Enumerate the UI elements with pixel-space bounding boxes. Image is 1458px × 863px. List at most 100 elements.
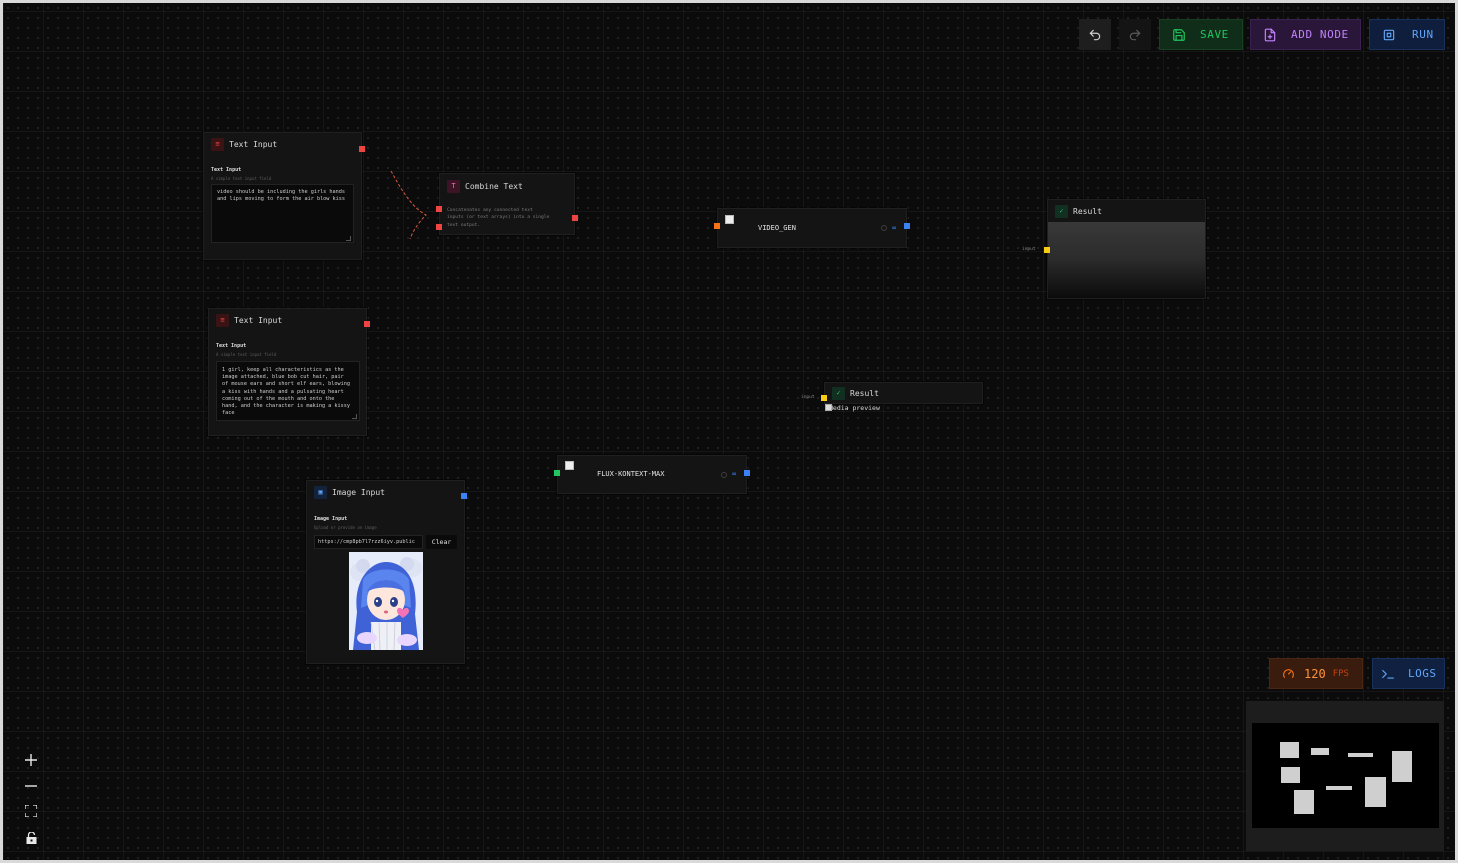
minus-icon — [25, 785, 37, 787]
input-port[interactable] — [1044, 247, 1050, 253]
node-title: Image Input — [332, 487, 385, 497]
lock-icon — [26, 832, 36, 844]
fps-value: 120 — [1304, 666, 1326, 681]
output-port[interactable] — [359, 146, 365, 152]
node-title: FLUX-KONTEXT-MAX — [597, 470, 665, 478]
field-description: A simple text input field — [216, 352, 277, 357]
fit-view-button[interactable] — [21, 801, 41, 821]
fps-indicator: 120 FPS — [1269, 658, 1363, 689]
node-header[interactable]: ✓ Result — [1048, 200, 1205, 222]
media-preview-alt: Media preview — [829, 404, 880, 412]
output-port[interactable] — [572, 215, 578, 221]
status-circle-icon — [721, 472, 727, 478]
check-icon: ✓ — [832, 386, 845, 400]
node-title: Result — [850, 388, 879, 398]
combine-text-node[interactable]: T Combine Text Concatenates any connecte… — [439, 173, 575, 235]
node-header[interactable]: ✓ Result — [825, 383, 982, 403]
text-lines-icon: ≡ — [216, 313, 229, 327]
link-icon: ∞ — [892, 224, 897, 232]
broken-image-icon — [825, 404, 832, 411]
logs-label: LOGS — [1408, 667, 1437, 680]
fps-unit: FPS — [1332, 668, 1349, 679]
node-title: Combine Text — [465, 181, 523, 191]
text-type-icon: T — [447, 179, 460, 193]
fit-view-icon — [25, 805, 37, 817]
minimap-node — [1294, 790, 1314, 814]
resize-handle-icon[interactable] — [352, 414, 357, 419]
clear-button[interactable]: Clear — [426, 535, 457, 549]
flux-kontext-max-node[interactable]: FLUX-KONTEXT-MAX ∞ — [557, 455, 747, 494]
result-node-2[interactable]: ✓ Result — [824, 382, 983, 404]
field-description: Upload or provide an image — [314, 525, 377, 530]
zoom-in-button[interactable] — [21, 750, 41, 770]
text-input-node-2[interactable]: ≡ Text Input Text Input A simple text in… — [208, 308, 367, 436]
node-title: Result — [1073, 206, 1102, 216]
node-header[interactable]: ≡ Text Input — [209, 309, 366, 331]
video-gen-node[interactable]: VIDEO_GEN ∞ — [717, 208, 907, 248]
undo-icon — [1089, 29, 1101, 40]
save-icon — [1173, 28, 1185, 41]
save-button[interactable]: SAVE — [1159, 19, 1243, 50]
result-node-1[interactable]: ✓ Result — [1047, 199, 1206, 299]
run-label: RUN — [1412, 28, 1434, 41]
undo-button[interactable] — [1079, 19, 1111, 50]
add-node-icon — [1264, 28, 1276, 41]
check-icon: ✓ — [1055, 204, 1068, 218]
input-port[interactable] — [436, 224, 442, 230]
workflow-canvas[interactable]: SAVE ADD NODE RUN ≡ Text Input Text Inpu… — [3, 3, 1455, 860]
field-label: Image Input — [314, 516, 348, 522]
input-port[interactable] — [821, 395, 827, 401]
output-port[interactable] — [744, 470, 750, 476]
minimap-node — [1365, 777, 1386, 807]
node-description: Concatenates any connected text inputs (… — [447, 208, 550, 228]
minimap-node — [1348, 753, 1373, 757]
node-title: Text Input — [234, 315, 283, 325]
field-label: Text Input — [216, 343, 247, 349]
broken-image-icon — [725, 215, 734, 224]
node-header[interactable]: T Combine Text — [440, 174, 574, 198]
lock-button[interactable] — [21, 828, 41, 848]
redo-icon — [1129, 29, 1141, 40]
add-node-label: ADD NODE — [1291, 28, 1349, 41]
node-title: Text Input — [229, 139, 278, 149]
link-icon: ∞ — [732, 470, 737, 478]
image-input-node[interactable]: ▣ Image Input Image Input Upload or prov… — [306, 480, 465, 664]
minimap[interactable] — [1246, 701, 1444, 851]
minimap-node — [1281, 767, 1300, 783]
input-label: input — [801, 395, 815, 400]
field-label: Text Input — [211, 167, 242, 173]
minimap-node — [1280, 742, 1299, 758]
output-port[interactable] — [461, 493, 467, 499]
zoom-out-button[interactable] — [21, 776, 41, 796]
node-header[interactable]: ≡ Text Input — [204, 133, 361, 155]
input-port[interactable] — [436, 206, 442, 212]
logs-button[interactable]: LOGS — [1372, 658, 1445, 689]
run-button[interactable]: RUN — [1369, 19, 1445, 50]
prompt-textarea[interactable]: 1 girl, keep all characteristics as the … — [216, 361, 360, 421]
output-port[interactable] — [364, 321, 370, 327]
input-port[interactable] — [714, 223, 720, 229]
gauge-icon — [1283, 669, 1294, 678]
input-label: input — [1022, 247, 1036, 252]
plus-icon — [25, 754, 37, 766]
broken-image-icon — [565, 461, 574, 470]
resize-handle-icon[interactable] — [346, 236, 351, 241]
redo-button[interactable] — [1119, 19, 1151, 50]
field-description: A simple text input field — [211, 176, 272, 181]
status-circle-icon — [881, 225, 887, 231]
cpu-icon — [1383, 29, 1395, 40]
input-port[interactable] — [554, 470, 560, 476]
minimap-node — [1326, 786, 1352, 790]
add-node-button[interactable]: ADD NODE — [1250, 19, 1361, 50]
output-port[interactable] — [904, 223, 910, 229]
text-lines-icon: ≡ — [211, 137, 224, 151]
node-header[interactable]: ▣ Image Input — [307, 481, 464, 503]
image-icon: ▣ — [314, 485, 327, 499]
text-input-node-1[interactable]: ≡ Text Input Text Input A simple text in… — [203, 132, 362, 260]
image-url-input[interactable]: https://cmp8pb7l7rzz6iyv.public — [314, 535, 423, 549]
minimap-node — [1311, 748, 1329, 755]
prompt-textarea[interactable]: video should be including the girls hand… — [211, 184, 354, 243]
minimap-node — [1392, 751, 1412, 782]
terminal-icon — [1382, 669, 1394, 679]
node-title: VIDEO_GEN — [758, 224, 796, 232]
